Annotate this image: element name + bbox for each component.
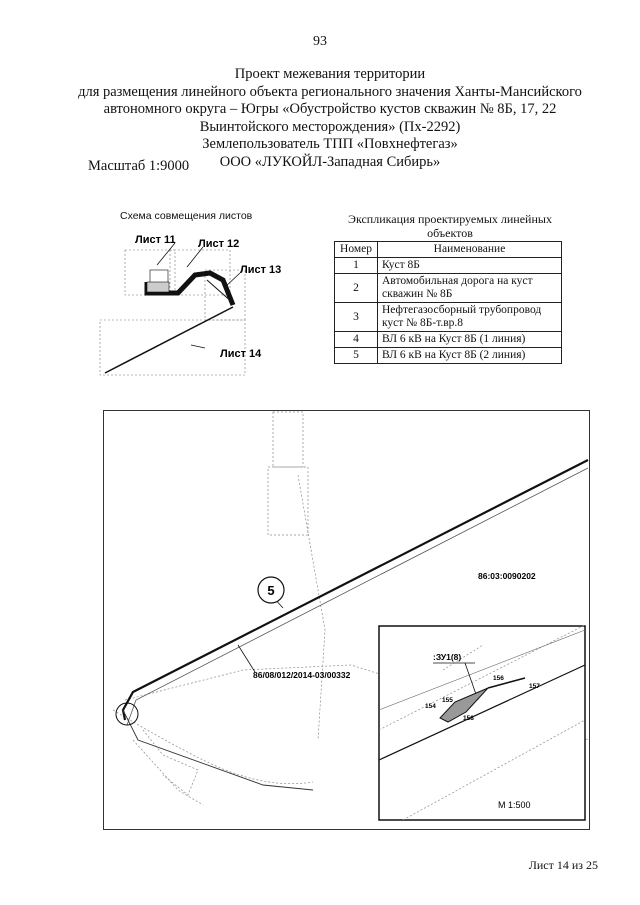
row-number: 4 [334,331,378,348]
sheet-footer: Лист 14 из 25 [528,858,598,872]
page-number: 93 [313,34,327,49]
title-line: для размещения линейного объекта региона… [78,83,582,100]
explication-caption-line: объектов [427,226,473,240]
sheet-label: Лист 12 [198,238,239,250]
row-number: 5 [334,347,378,364]
header-number: Номер [334,241,378,258]
row-number: 3 [334,302,378,332]
parcel-label: 86:03:0090202 [478,571,536,581]
row-name: Нефтегазосборный трубопровод куст № 8Б-т… [377,302,562,332]
title-line: Проект межевания территории [234,66,426,82]
sheet-label: Лист 13 [240,264,281,276]
map-inset: :ЗУ1(8) 154 155 156 157 158 М 1:500 [378,624,586,821]
explication-caption-line: Экспликация проектируемых линейных [348,212,552,226]
point-label: 157 [529,683,540,690]
header-name: Наименование [377,241,562,258]
row-name: Куст 8Б [377,257,562,274]
title-line: Выинтойского месторождения» (Пх-2292) [199,118,461,135]
row-name: Автомобильная дорога на куст скважин № 8… [377,273,562,303]
point-label: 158 [463,715,474,722]
table-row: 5 ВЛ 6 кВ на Куст 8Б (2 линия) [334,347,562,364]
title-line: ООО «ЛУКОЙЛ-Западная Сибирь» [219,153,441,170]
explication-table: Номер Наименование 1 Куст 8Б 2 Автомобил… [334,241,562,364]
table-row: 2 Автомобильная дорога на куст скважин №… [334,273,562,303]
title-line: автономного округа – Югры «Обустройство … [103,101,557,117]
row-name: ВЛ 6 кВ на Куст 8Б (2 линия) [377,347,562,364]
cadastral-label: 86/08/012/2014-03/00332 [253,670,351,680]
table-header-row: Номер Наименование [334,241,562,258]
sheet-label: Лист 11 [135,234,176,246]
sheet-schema: Лист 11 Лист 12 Лист 13 Лист 14 [99,234,281,376]
schema-caption: Схема совмещения листов [120,210,253,222]
point-label: 155 [442,697,453,704]
scale-label: Масштаб 1:9000 [88,158,190,174]
object-marker: 5 [267,583,274,598]
document-title: Проект межевания территории для размещен… [60,66,600,171]
inset-scale: М 1:500 [498,800,531,810]
row-number: 2 [334,273,378,303]
table-row: 1 Куст 8Б [334,257,562,274]
cadastral-map: 5 86:03:0090202 86/08/012/2014-03/00332 … [103,410,590,830]
row-name: ВЛ 6 кВ на Куст 8Б (1 линия) [377,331,562,348]
point-label: 154 [425,703,436,710]
row-number: 1 [334,257,378,274]
sheet-label: Лист 14 [220,348,262,360]
table-row: 4 ВЛ 6 кВ на Куст 8Б (1 линия) [334,331,562,348]
explication-caption: Экспликация проектируемых линейных объек… [330,212,570,240]
table-row: 3 Нефтегазосборный трубопровод куст № 8Б… [334,302,562,332]
point-label: 156 [493,675,504,682]
title-line: Землепользователь ТПП «Повхнефтегаз» [202,136,458,152]
inset-parcel-id: :ЗУ1(8) [433,652,461,662]
